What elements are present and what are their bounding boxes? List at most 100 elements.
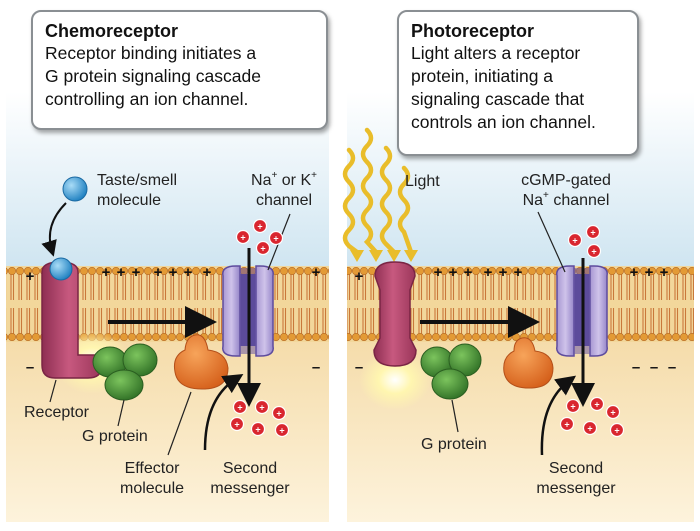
gprotein-leader-line	[451, 399, 459, 433]
charge-plus: +	[132, 264, 141, 281]
ion-plus: +	[594, 400, 599, 410]
charge-plus: +	[514, 264, 523, 281]
ion-plus: +	[257, 222, 262, 232]
channel-subunit-left	[222, 265, 241, 357]
ion-plus: +	[259, 403, 264, 413]
label-line: cGMP-gated	[521, 172, 611, 189]
ions-inside	[559, 396, 625, 438]
ion-plus: +	[273, 234, 278, 244]
light-rays	[342, 127, 414, 255]
charge-minus: –	[312, 359, 320, 376]
panel-description-line: signaling cascade that	[411, 89, 585, 109]
charge-plus: +	[184, 264, 193, 281]
label-line: Second	[548, 460, 604, 477]
charge-plus: +	[449, 264, 458, 281]
ion-plus: +	[572, 236, 577, 246]
g-protein-label: G protein	[82, 428, 148, 445]
ion-plus: +	[591, 247, 596, 257]
gprotein-leader-line	[117, 399, 125, 427]
charge-plus: +	[117, 264, 126, 281]
panel-description-line: G protein signaling cascade	[45, 66, 261, 86]
light-arrowheads	[350, 250, 418, 262]
effector-label: Effector molecule	[110, 459, 194, 499]
label-superscript: +	[311, 169, 317, 181]
charge-plus: +	[154, 264, 163, 281]
photoreceptor-panel: + + + + + + + + + + + + + + + + + + + – …	[342, 92, 694, 522]
label-text: or K	[277, 172, 312, 189]
panel-description-line: controls an ion channel.	[411, 112, 596, 132]
charge-plus: +	[645, 264, 654, 281]
label-superscript: +	[543, 189, 549, 201]
photoreceptor-protein	[373, 261, 417, 367]
label-line: channel	[255, 192, 313, 209]
panel-title: Photoreceptor	[411, 21, 535, 41]
effector-molecule	[503, 337, 554, 389]
label-line: Second	[222, 460, 278, 477]
channel-leader-line	[537, 211, 566, 273]
ion-plus: +	[570, 402, 575, 412]
label-line: messenger	[210, 480, 290, 497]
ion-plus: +	[234, 420, 239, 430]
label-text: Na	[251, 172, 272, 189]
charge-plus: +	[355, 268, 364, 285]
charge-plus: +	[660, 264, 669, 281]
label-text: channel	[548, 192, 610, 209]
second-messenger-label: Second messenger	[524, 459, 628, 499]
label-line: messenger	[536, 480, 616, 497]
channel-label: Na+ or K+ channel	[240, 169, 328, 211]
receptor-label: Receptor	[24, 404, 89, 421]
ion-plus: +	[237, 403, 242, 413]
effector-molecule	[174, 334, 229, 390]
charge-minus: –	[26, 359, 34, 376]
charge-minus: –	[632, 359, 640, 376]
channel-label: cGMP-gated Na+ channel	[507, 171, 625, 211]
chemoreceptor-callout: Chemoreceptor Receptor binding initiates…	[31, 10, 328, 130]
panel-description-line: controlling an ion channel.	[45, 89, 249, 109]
ion-plus: +	[260, 244, 265, 254]
ion-plus: +	[587, 424, 592, 434]
charge-plus: +	[484, 264, 493, 281]
charge-plus: +	[203, 264, 212, 281]
channel-subunit-left	[556, 265, 575, 357]
channel-subunit-right	[589, 265, 608, 357]
channel-subunit-right	[255, 265, 274, 357]
ion-plus: +	[590, 228, 595, 238]
charge-plus: +	[464, 264, 473, 281]
g-protein	[92, 343, 158, 401]
ligand-bound	[49, 257, 73, 281]
ligand-label: Taste/smell molecule	[97, 171, 177, 211]
activation-glow	[359, 350, 431, 410]
panel-description-line: Light alters a receptor	[411, 43, 581, 63]
charge-minus: –	[650, 359, 658, 376]
panel-description-line: protein, initiating a	[411, 66, 554, 86]
second-messenger-arrow	[203, 374, 244, 451]
label-text: Na	[522, 192, 544, 209]
charge-plus: +	[630, 264, 639, 281]
second-messenger-label: Second messenger	[198, 459, 302, 499]
charge-minus: –	[668, 359, 676, 376]
g-protein	[420, 343, 482, 400]
label-line: molecule	[119, 480, 185, 497]
charge-plus: +	[499, 264, 508, 281]
label-line: Na+ channel	[507, 189, 625, 211]
ion-plus: +	[564, 420, 569, 430]
ions-outside	[235, 218, 284, 256]
second-messenger-arrow	[540, 375, 577, 456]
ion-plus: +	[614, 426, 619, 436]
binding-arrow	[41, 202, 67, 257]
ions-outside	[567, 224, 602, 259]
ligand-free	[62, 176, 88, 202]
chemoreceptor-panel: + + + + + + + + + + + + + + + + + + + – …	[6, 92, 329, 522]
label-line: Na+ or K+	[240, 169, 328, 191]
panel-title: Chemoreceptor	[45, 21, 179, 41]
charge-minus: –	[355, 359, 363, 376]
charge-plus: +	[312, 264, 321, 281]
receptor-leader-line	[49, 379, 57, 403]
label-superscript: +	[271, 169, 278, 181]
label-line: Effector	[124, 460, 180, 477]
ion-plus: +	[279, 426, 284, 436]
charge-plus: +	[169, 264, 178, 281]
ion-plus: +	[240, 233, 245, 243]
g-protein-label: G protein	[421, 436, 487, 453]
